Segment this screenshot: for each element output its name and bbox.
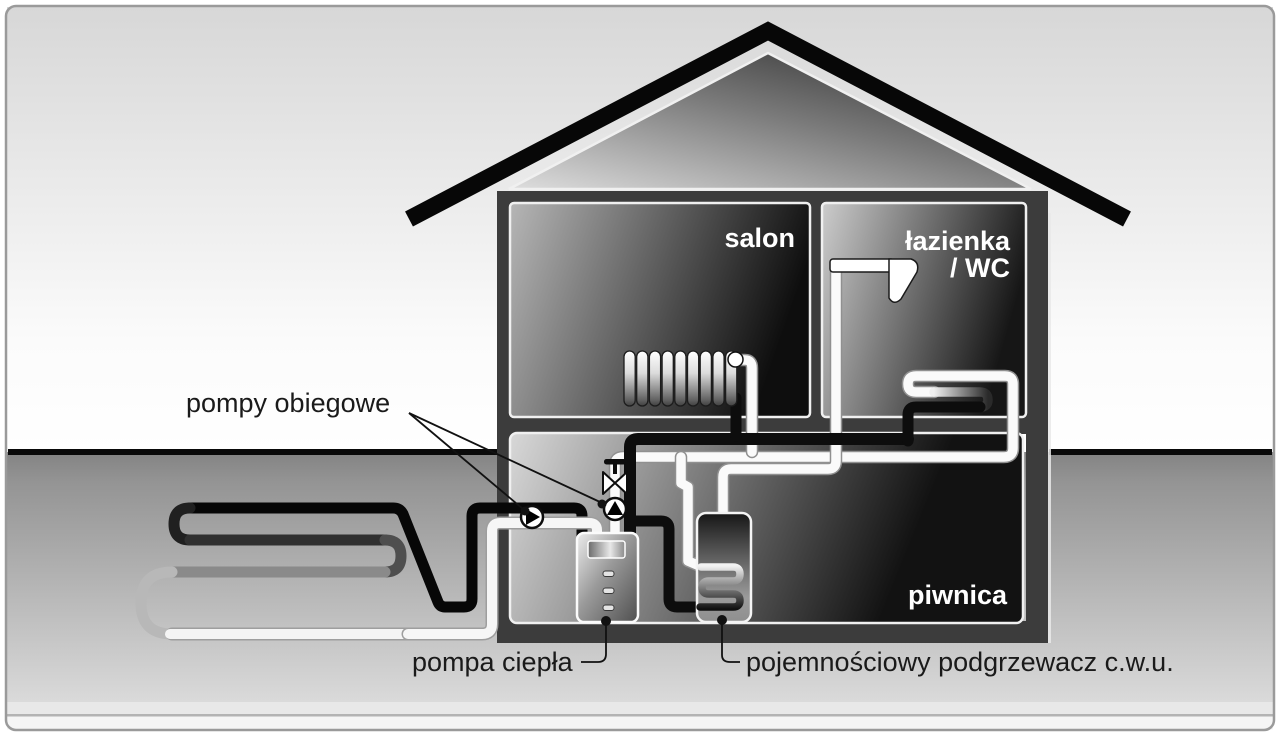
bathroom-label-line1: łazienka — [905, 226, 1011, 256]
circulation-pumps-label: pompy obiegowe — [186, 388, 390, 418]
heat-pump-label: pompa ciepła — [412, 647, 574, 677]
below-ground-strip — [7, 716, 1273, 730]
ground-shadow-line — [7, 714, 1273, 717]
tank-feed-pipe — [624, 515, 741, 613]
heat-pump-led-3 — [602, 604, 615, 611]
leader-dot-dhw-tank — [717, 615, 727, 625]
heat-pump-unit-icon — [575, 531, 640, 624]
mixing-valve-icon — [602, 459, 628, 495]
leader-heat-pump — [581, 625, 607, 663]
dhw-heater-label: pojemnościowy podgrzewacz c.w.u. — [746, 647, 1174, 677]
leader-dot-pump-1 — [520, 506, 530, 516]
ground-loop-icon — [135, 502, 604, 641]
basement-label: piwnica — [908, 580, 1008, 610]
living-room-label: salon — [724, 223, 795, 253]
dhw-tank-icon — [695, 511, 753, 624]
attic-gable — [508, 51, 1032, 191]
leader-lines — [408, 412, 740, 663]
floor-coil-hot-return — [902, 401, 986, 447]
right-wall-highlight — [1048, 213, 1051, 643]
roof — [405, 21, 1131, 227]
hot-distribution-pipe — [624, 433, 914, 551]
heat-pump-led-2 — [602, 587, 615, 594]
bathroom-label-line2: / WC — [950, 253, 1010, 283]
tank-heating-coil — [696, 563, 744, 611]
cold-pipe-network — [608, 259, 1020, 574]
ground-fade — [7, 702, 1273, 714]
leader-pumps-2 — [408, 412, 601, 503]
ground-line-left — [8, 449, 498, 455]
radiator-icon — [623, 350, 744, 407]
heat-pump-display — [587, 540, 626, 559]
image-border — [4, 4, 1276, 732]
radiator-valve-ball — [727, 351, 744, 368]
leader-dhw-tank — [721, 624, 740, 663]
room-bathroom — [820, 201, 1028, 419]
heat-pump-led-1 — [602, 570, 615, 577]
leader-dot-heat-pump — [601, 616, 611, 626]
leader-dot-pump-2 — [597, 499, 607, 509]
ground-line-right — [1049, 449, 1272, 455]
circulation-pump-heating-icon — [602, 496, 628, 522]
leader-pumps-1 — [408, 412, 524, 510]
hot-pipe-network — [624, 392, 986, 613]
shower-icon — [829, 258, 919, 303]
